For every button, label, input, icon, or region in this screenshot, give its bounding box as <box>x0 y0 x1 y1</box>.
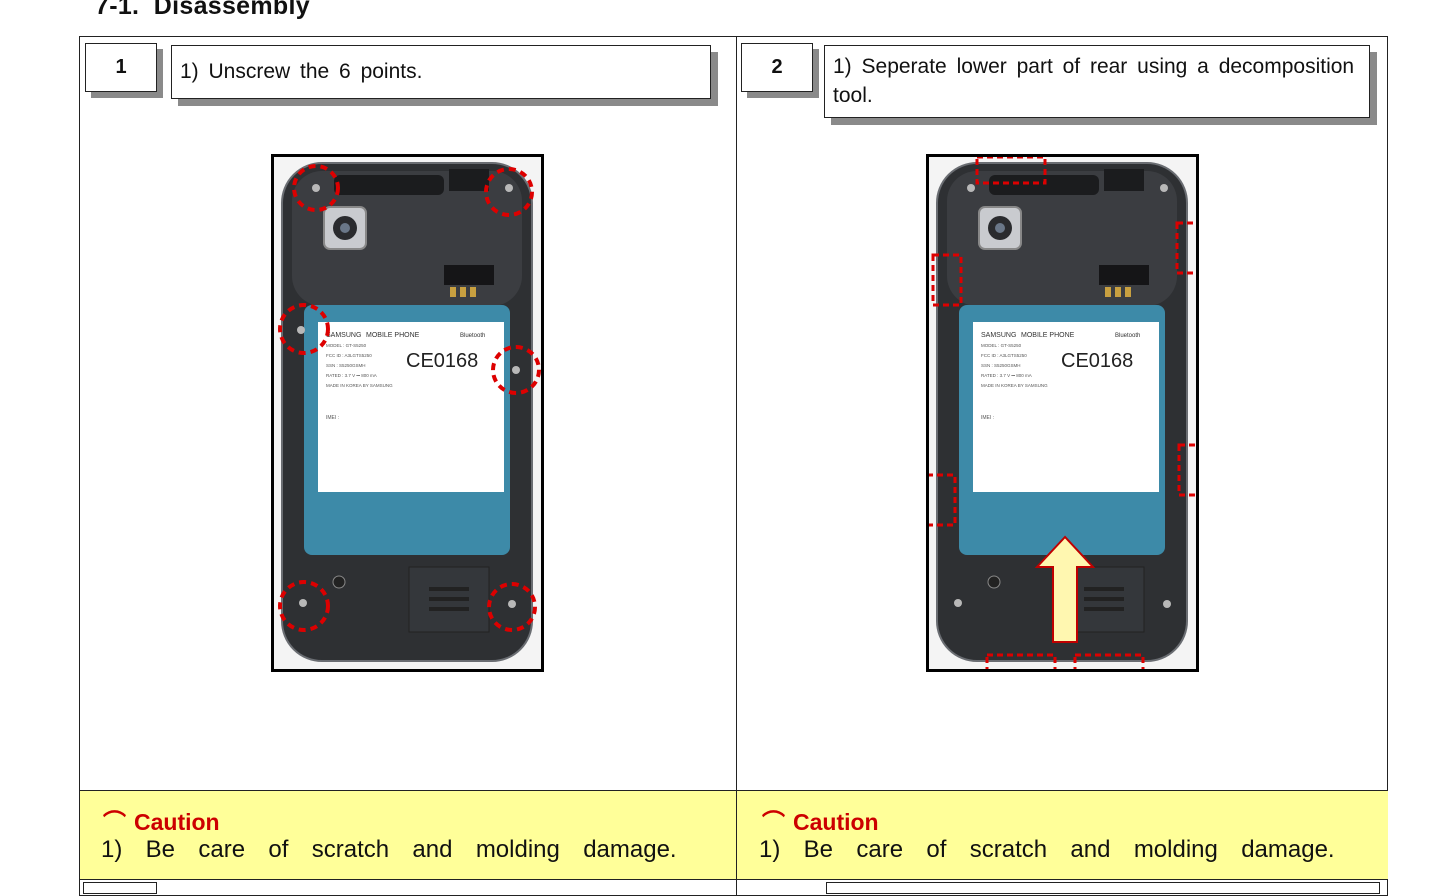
label-line: FCC ID : A3LGTS5250 <box>981 353 1027 358</box>
caution-mark-icon: ⌒ <box>762 809 785 835</box>
step-1-caution-text: 1) Be care of scratch and molding damage… <box>101 836 677 863</box>
step-2-phone-photo: SAMSUNG MOBILE PHONE Bluetooth MODEL : G… <box>926 154 1199 672</box>
label-line: MODEL : GT-S5250 <box>981 343 1022 348</box>
label-imei: IMEI : <box>981 415 994 421</box>
label-bluetooth: Bluetooth <box>460 333 485 339</box>
step-1-caution-box <box>80 790 736 880</box>
label-cert: CE0168 <box>1061 350 1133 372</box>
step-number-2: 2 <box>741 43 813 92</box>
label-cert: CE0168 <box>406 350 478 372</box>
label-product: MOBILE PHONE <box>366 332 420 339</box>
step-1-instruction: 1) Unscrew the 6 points. <box>171 45 711 99</box>
step-number-1: 1 <box>85 43 157 92</box>
step-1-caution-heading: ⌒ Caution <box>103 803 220 837</box>
caution-mark-icon: ⌒ <box>103 809 126 835</box>
push-direction-arrow <box>1034 535 1096 643</box>
step-2-caution-text: 1) Be care of scratch and molding damage… <box>759 836 1335 863</box>
label-line: SSN : S5250GSMH <box>981 363 1021 368</box>
label-product: MOBILE PHONE <box>1021 332 1075 339</box>
step-2-caution-box <box>737 790 1388 880</box>
step-1-phone-photo: SAMSUNG MOBILE PHONE Bluetooth MODEL : G… <box>271 154 544 672</box>
next-step-box-stub <box>83 882 157 894</box>
step-2-caution-heading: ⌒ Caution <box>762 803 879 837</box>
label-line: FCC ID : A3LGTS5250 <box>326 353 372 358</box>
label-line: SSN : S5250GSMH <box>326 363 366 368</box>
section-title: 7-1. Disassembly <box>95 0 310 20</box>
label-line: RATED : 3.7 V ⎓ 800 mA <box>981 373 1032 378</box>
label-line: MODEL : GT-S5250 <box>326 343 367 348</box>
label-brand: SAMSUNG <box>326 332 361 339</box>
column-divider <box>736 36 737 896</box>
label-bluetooth: Bluetooth <box>1115 333 1140 339</box>
label-imei: IMEI : <box>326 415 339 421</box>
label-line: MADE IN KOREA BY SAMSUNG <box>326 383 393 388</box>
caution-title: Caution <box>134 809 220 835</box>
step-2-instruction: 1) Seperate lower part of rear using a d… <box>824 45 1370 118</box>
next-instruction-box-stub <box>826 882 1380 894</box>
label-line: RATED : 3.7 V ⎓ 800 mA <box>326 373 377 378</box>
label-brand: SAMSUNG <box>981 332 1016 339</box>
label-line: MADE IN KOREA BY SAMSUNG <box>981 383 1048 388</box>
caution-title: Caution <box>793 809 879 835</box>
